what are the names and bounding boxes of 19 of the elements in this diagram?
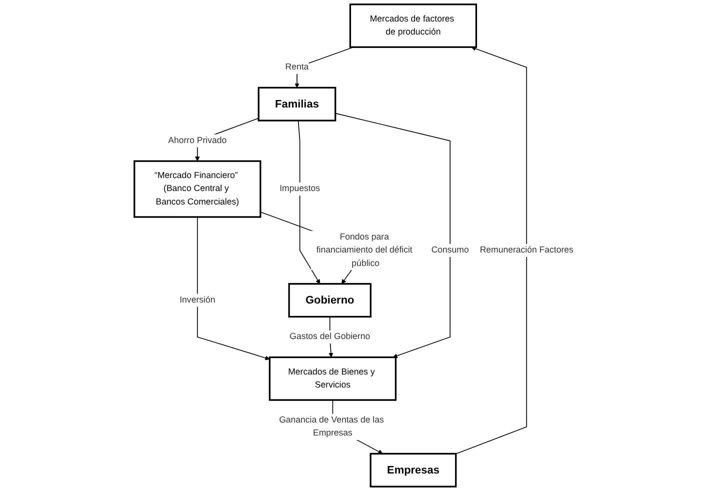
node-box: Mercados de Bienes y Servicios <box>268 356 397 401</box>
node-box: Gobierno <box>288 283 372 318</box>
arrow <box>335 112 451 358</box>
arrow <box>197 216 270 360</box>
node-box: “Mercado Financiero” (Banco Central y Bancos Comerciales) <box>134 160 262 218</box>
edge-label: Fondos para financiamiento del déficit público <box>316 232 412 268</box>
node-box: Empresas <box>370 452 457 488</box>
edge-label: Renta <box>285 62 309 72</box>
node-box: Mercados de factores de producción <box>349 4 478 48</box>
node-box: Familias <box>258 86 336 122</box>
arrow <box>298 120 320 284</box>
edge-label: Ganancia de Ventas de las Empresas <box>279 415 384 438</box>
arrow <box>456 46 528 454</box>
edge-label: Remuneración Factores <box>480 245 574 255</box>
edge-label: Gastos del Gobierno <box>290 332 370 342</box>
edge-label: Impuestos <box>280 184 320 194</box>
edge-label: Inversión <box>180 295 216 305</box>
edge-label: Ahorro Privado <box>168 136 227 146</box>
edge-label: Consumo <box>431 245 469 255</box>
